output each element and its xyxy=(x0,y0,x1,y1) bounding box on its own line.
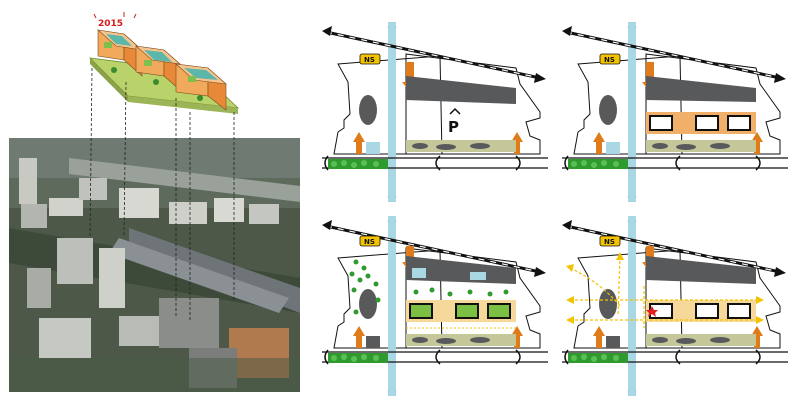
pedestrian-routes xyxy=(569,255,760,328)
station-label: NS xyxy=(604,56,615,64)
building-block xyxy=(406,76,516,104)
year-label: 2015 xyxy=(98,19,123,29)
station-label: NS xyxy=(364,56,375,64)
station-badge xyxy=(599,53,621,65)
diagram-panel-routes: NS xyxy=(562,216,788,396)
diagram-panel-parking: NS P xyxy=(322,22,548,202)
green-roof xyxy=(455,303,479,319)
green-roof xyxy=(487,303,511,319)
parking-label: P xyxy=(448,118,459,136)
diagram-panel-plinth: NS xyxy=(562,22,788,202)
isometric-model: 2015 xyxy=(88,12,240,114)
site-base-map: NS xyxy=(562,22,788,202)
station-badge xyxy=(359,235,381,247)
station-badge xyxy=(599,235,621,247)
landmark-star-icon xyxy=(646,306,658,317)
building-block xyxy=(646,256,756,284)
river-strip xyxy=(628,216,636,396)
building-block xyxy=(406,256,516,284)
site-base-map: NS xyxy=(322,22,548,202)
diagram-panel-green: NS xyxy=(322,216,548,396)
station-label: NS xyxy=(604,238,615,246)
station-label: NS xyxy=(364,238,375,246)
building-block xyxy=(646,76,756,102)
green-roof xyxy=(409,303,433,319)
station-badge xyxy=(359,53,381,65)
river-strip xyxy=(628,22,636,202)
river-strip xyxy=(388,22,396,202)
aerial-photo xyxy=(9,138,300,392)
river-strip xyxy=(388,216,396,396)
